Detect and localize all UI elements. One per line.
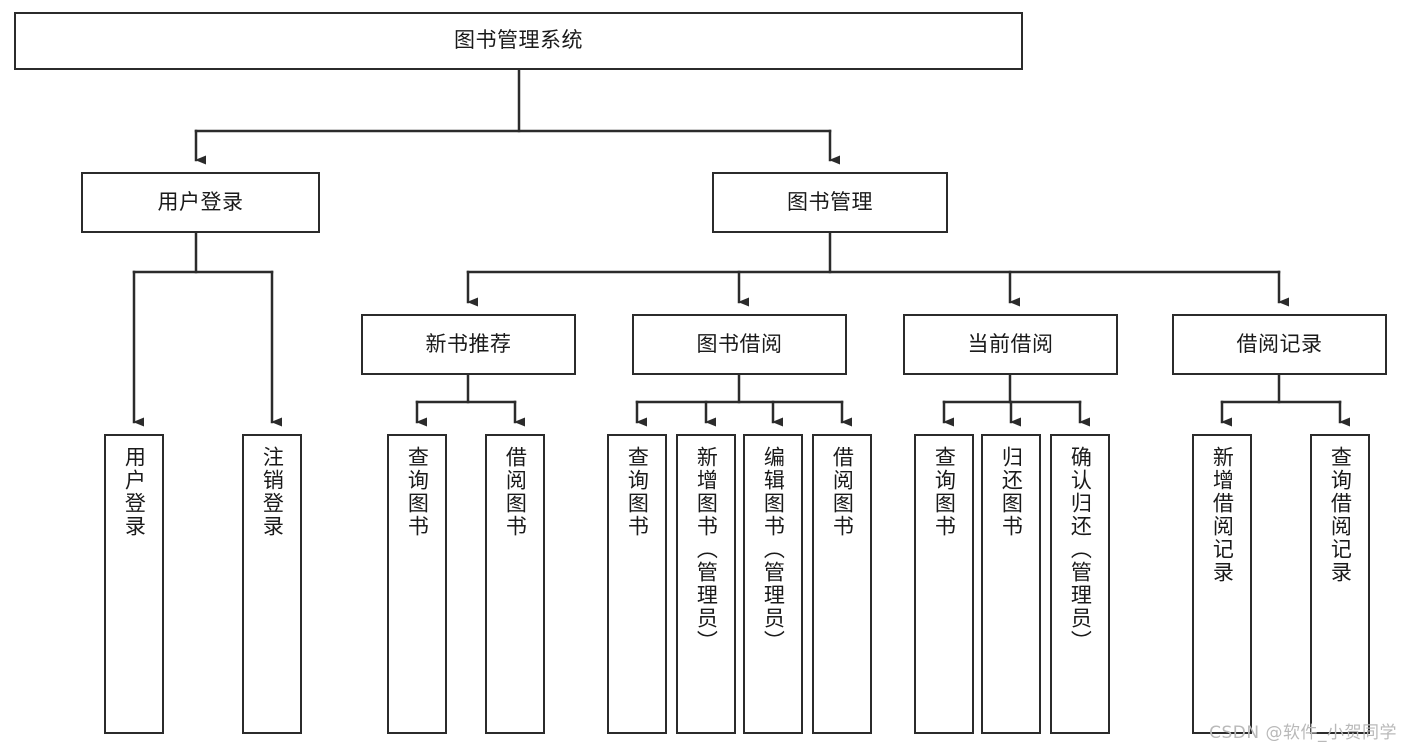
node-root-label: 图书管理系统	[454, 28, 583, 53]
leaf-query-record[interactable]: 查询借阅记录	[1310, 434, 1370, 734]
leaf-query-record-label: 查询借阅记录	[1328, 446, 1353, 584]
leaf-user-logout[interactable]: 注销登录	[242, 434, 302, 734]
leaf-borrow-book-1-label: 借阅图书	[503, 446, 528, 538]
node-root[interactable]: 图书管理系统	[14, 12, 1023, 70]
leaf-confirm-return-label: 确认归还（管理员）	[1068, 446, 1093, 653]
leaf-query-book-1[interactable]: 查询图书	[387, 434, 447, 734]
node-book-borrow[interactable]: 图书借阅	[632, 314, 847, 375]
leaf-user-logout-label: 注销登录	[260, 446, 285, 538]
leaf-query-book-2[interactable]: 查询图书	[607, 434, 667, 734]
leaf-query-book-3-label: 查询图书	[932, 446, 957, 538]
leaf-query-book-3[interactable]: 查询图书	[914, 434, 974, 734]
leaf-add-book[interactable]: 新增图书（管理员）	[676, 434, 736, 734]
node-user-login-label: 用户登录	[157, 189, 244, 214]
leaf-borrow-book-2-label: 借阅图书	[830, 446, 855, 538]
leaf-add-record-label: 新增借阅记录	[1210, 446, 1235, 584]
leaf-borrow-book-1[interactable]: 借阅图书	[485, 434, 545, 734]
leaf-query-book-2-label: 查询图书	[625, 446, 650, 538]
leaf-query-book-1-label: 查询图书	[405, 446, 430, 538]
node-book-management-label: 图书管理	[787, 189, 873, 214]
node-current-borrow[interactable]: 当前借阅	[903, 314, 1118, 375]
node-new-book-recommend-label: 新书推荐	[425, 331, 512, 356]
node-borrow-record-label: 借阅记录	[1236, 331, 1323, 356]
node-book-management[interactable]: 图书管理	[712, 172, 948, 233]
node-borrow-record[interactable]: 借阅记录	[1172, 314, 1387, 375]
leaf-edit-book-label: 编辑图书（管理员）	[761, 446, 786, 653]
leaf-user-login-label: 用户登录	[122, 446, 147, 538]
leaf-confirm-return[interactable]: 确认归还（管理员）	[1050, 434, 1110, 734]
leaf-borrow-book-2[interactable]: 借阅图书	[812, 434, 872, 734]
node-current-borrow-label: 当前借阅	[967, 331, 1054, 356]
node-user-login[interactable]: 用户登录	[81, 172, 320, 233]
leaf-add-book-label: 新增图书（管理员）	[694, 446, 719, 653]
node-book-borrow-label: 图书借阅	[696, 331, 783, 356]
leaf-add-record[interactable]: 新增借阅记录	[1192, 434, 1252, 734]
leaf-edit-book[interactable]: 编辑图书（管理员）	[743, 434, 803, 734]
node-new-book-recommend[interactable]: 新书推荐	[361, 314, 576, 375]
leaf-user-login[interactable]: 用户登录	[104, 434, 164, 734]
leaf-return-book[interactable]: 归还图书	[981, 434, 1041, 734]
leaf-return-book-label: 归还图书	[999, 446, 1024, 538]
